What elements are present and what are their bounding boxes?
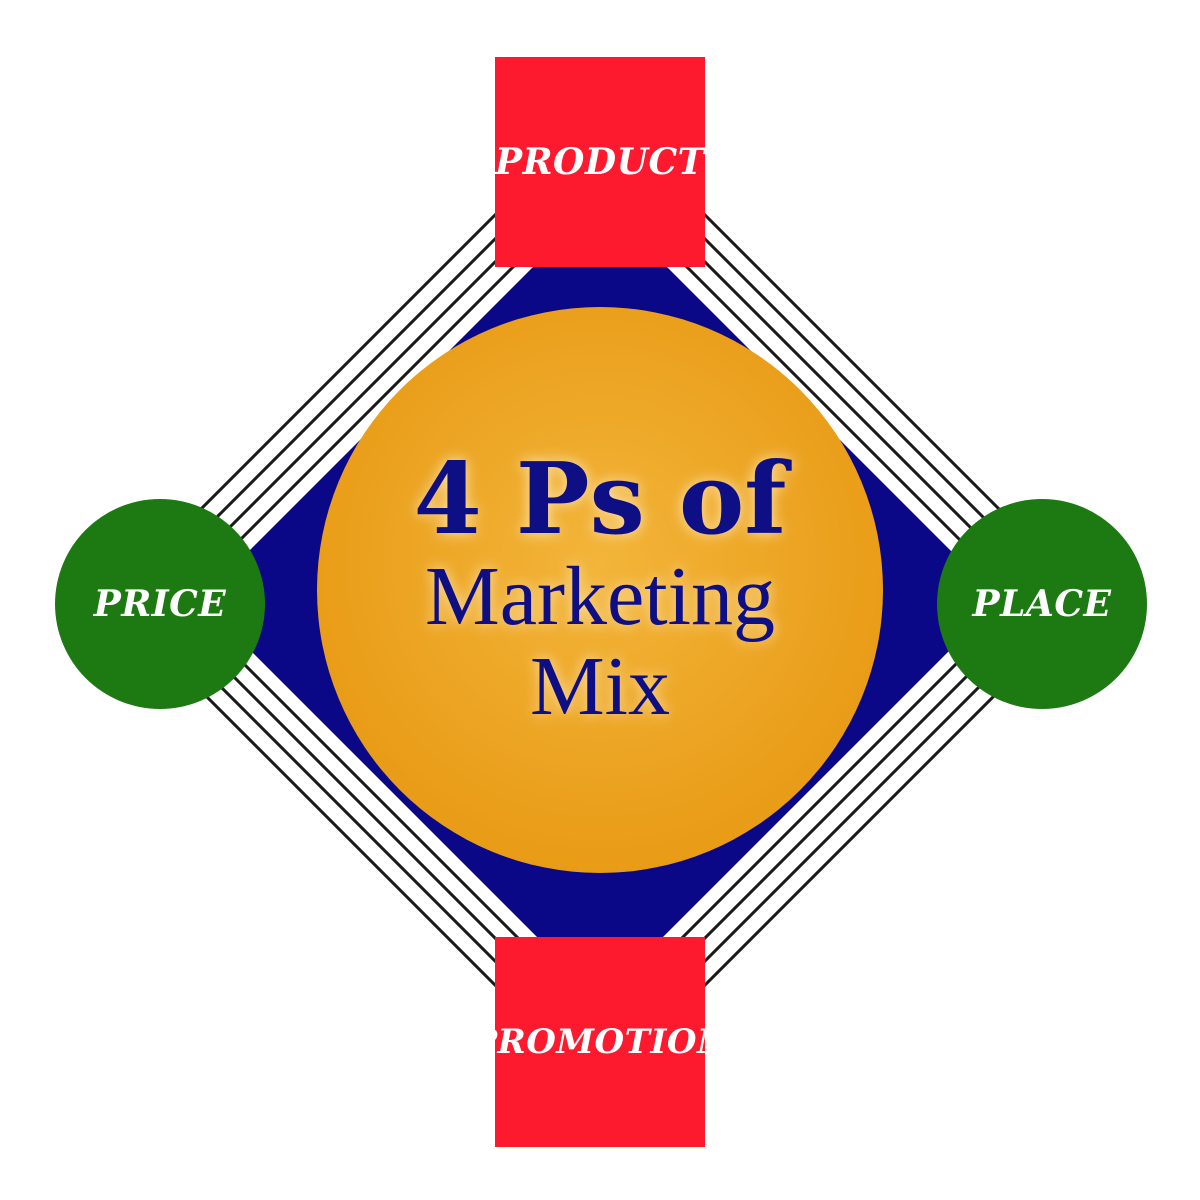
price-circle: PRICE <box>55 499 265 709</box>
title-line-2: Marketing <box>425 550 775 643</box>
title-line-3: Mix <box>529 640 671 733</box>
place-circle: PLACE <box>937 499 1147 709</box>
product-label: PRODUCT <box>495 141 705 183</box>
price-label: PRICE <box>93 583 227 625</box>
center-circle: 4 Ps of Marketing Mix <box>317 307 883 873</box>
title-line-1: 4 Ps of <box>413 442 787 557</box>
product-box: PRODUCT <box>495 57 705 267</box>
place-label: PLACE <box>972 583 1112 625</box>
promotion-label: PROMOTION <box>471 1022 729 1062</box>
promotion-box: PROMOTION <box>471 937 728 1147</box>
